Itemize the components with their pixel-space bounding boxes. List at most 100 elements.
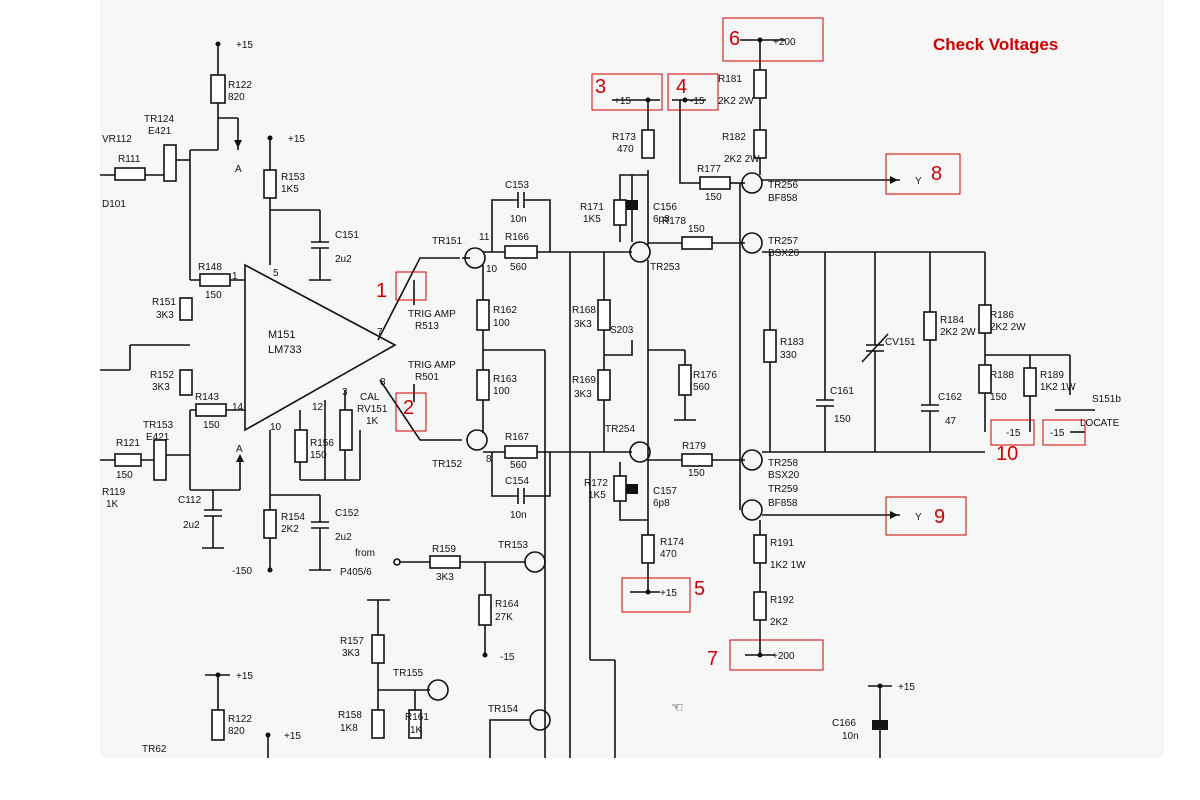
potentiometer-tr153[interactable] <box>153 439 167 481</box>
test-point-box-8[interactable] <box>885 153 961 195</box>
resistor-r156 <box>294 429 308 463</box>
opamp-triangle <box>244 263 397 432</box>
svg-text:2K2 2W: 2K2 2W <box>990 322 1026 333</box>
svg-text:D101: D101 <box>102 199 126 210</box>
svg-text:R167: R167 <box>505 432 529 443</box>
test-point-box-5[interactable] <box>621 577 691 613</box>
svg-text:2K2 2W: 2K2 2W <box>940 327 976 338</box>
svg-text:C154: C154 <box>505 476 529 487</box>
svg-text:1K5: 1K5 <box>588 490 606 501</box>
test-point-box-7[interactable] <box>729 639 824 671</box>
svg-text:6p8: 6p8 <box>653 498 670 509</box>
svg-text:R153: R153 <box>281 172 305 183</box>
svg-text:3K3: 3K3 <box>574 319 592 330</box>
svg-text:+200: +200 <box>772 651 795 662</box>
svg-text:+15: +15 <box>236 671 253 682</box>
test-point-label-5: 5 <box>694 578 705 600</box>
svg-text:+200: +200 <box>773 37 796 48</box>
svg-text:+15: +15 <box>284 731 301 742</box>
svg-text:3K3: 3K3 <box>574 389 592 400</box>
svg-text:10: 10 <box>270 422 282 433</box>
test-point-box-10b[interactable] <box>1042 419 1086 446</box>
svg-text:+15: +15 <box>614 96 631 107</box>
transistor-tr253 <box>629 241 651 263</box>
resistor-r192 <box>1023 367 1037 397</box>
resistor-r169 <box>597 369 611 401</box>
test-point-box-4[interactable] <box>667 73 719 111</box>
resistor-r184 <box>753 534 767 564</box>
svg-text:1K2 1W: 1K2 1W <box>770 560 806 571</box>
svg-text:R154: R154 <box>281 512 305 523</box>
svg-text:1K: 1K <box>366 416 379 427</box>
potentiometer-tr124[interactable] <box>163 144 177 182</box>
opamp-name: M151 <box>268 329 296 341</box>
svg-text:820: 820 <box>228 92 245 103</box>
svg-text:1: 1 <box>232 271 238 282</box>
svg-text:BF858: BF858 <box>768 193 798 204</box>
svg-text:LOCATE: LOCATE <box>1080 418 1120 429</box>
resistor-r164 <box>478 594 492 626</box>
resistor-r172 <box>613 475 627 502</box>
test-point-label-7: 7 <box>707 648 718 670</box>
svg-text:R164: R164 <box>495 599 519 610</box>
test-point-box-2[interactable] <box>395 392 427 432</box>
svg-text:C166: C166 <box>832 718 856 729</box>
svg-text:C153: C153 <box>505 180 529 191</box>
test-point-box-9[interactable] <box>885 496 967 536</box>
svg-text:R186: R186 <box>990 310 1014 321</box>
resistor-r153 <box>263 169 277 199</box>
svg-text:R156: R156 <box>310 438 334 449</box>
svg-text:R176: R176 <box>693 370 717 381</box>
svg-text:2u2: 2u2 <box>183 520 200 531</box>
svg-text:1K: 1K <box>410 725 423 736</box>
test-point-label-6: 6 <box>729 28 740 50</box>
resistor-r154 <box>263 509 277 539</box>
test-point-box-3[interactable] <box>591 73 663 111</box>
svg-text:7: 7 <box>377 327 383 338</box>
svg-text:R166: R166 <box>505 232 529 243</box>
resistor-r171 <box>613 199 627 226</box>
resistor-r179 <box>681 453 713 467</box>
resistor-r162 <box>476 299 490 331</box>
svg-text:TR154: TR154 <box>488 704 518 715</box>
svg-text:+15: +15 <box>288 134 305 145</box>
potentiometer-cal-rv151[interactable] <box>339 409 353 451</box>
test-point-box-1[interactable] <box>395 271 427 301</box>
svg-text:1K5: 1K5 <box>281 184 299 195</box>
test-point-box-6[interactable] <box>722 17 824 62</box>
svg-text:R177: R177 <box>697 164 721 175</box>
svg-text:R189: R189 <box>1040 370 1064 381</box>
svg-text:R121: R121 <box>116 438 140 449</box>
svg-text:R168: R168 <box>572 305 596 316</box>
transistor-tr256 <box>741 172 763 194</box>
resistor-r122 <box>210 74 226 104</box>
svg-text:Y: Y <box>915 512 922 523</box>
svg-text:TR257: TR257 <box>768 236 798 247</box>
svg-text:TR153: TR153 <box>498 540 528 551</box>
resistor-r174 <box>641 534 655 564</box>
svg-text:5: 5 <box>273 268 279 279</box>
svg-text:R169: R169 <box>572 375 596 386</box>
svg-text:E421: E421 <box>146 432 170 443</box>
svg-text:R159: R159 <box>432 544 456 555</box>
svg-text:150: 150 <box>205 290 222 301</box>
svg-text:A: A <box>236 444 243 455</box>
svg-text:11: 11 <box>479 232 490 243</box>
svg-text:-15: -15 <box>690 96 705 107</box>
test-point-box-10[interactable] <box>990 419 1035 446</box>
test-point-label-4: 4 <box>676 76 687 98</box>
svg-text:R158: R158 <box>338 710 362 721</box>
svg-text:560: 560 <box>693 382 710 393</box>
resistor-r173 <box>641 129 655 159</box>
test-point-label-2: 2 <box>403 397 414 419</box>
svg-text:820: 820 <box>228 726 245 737</box>
resistor-r121 <box>114 453 142 467</box>
svg-text:150: 150 <box>688 224 705 235</box>
resistor-r188 <box>923 311 937 341</box>
svg-text:TR62: TR62 <box>142 744 167 755</box>
svg-text:C112: C112 <box>178 495 202 506</box>
svg-text:10n: 10n <box>842 731 859 742</box>
svg-text:3K3: 3K3 <box>436 572 454 583</box>
svg-text:C152: C152 <box>335 508 359 519</box>
